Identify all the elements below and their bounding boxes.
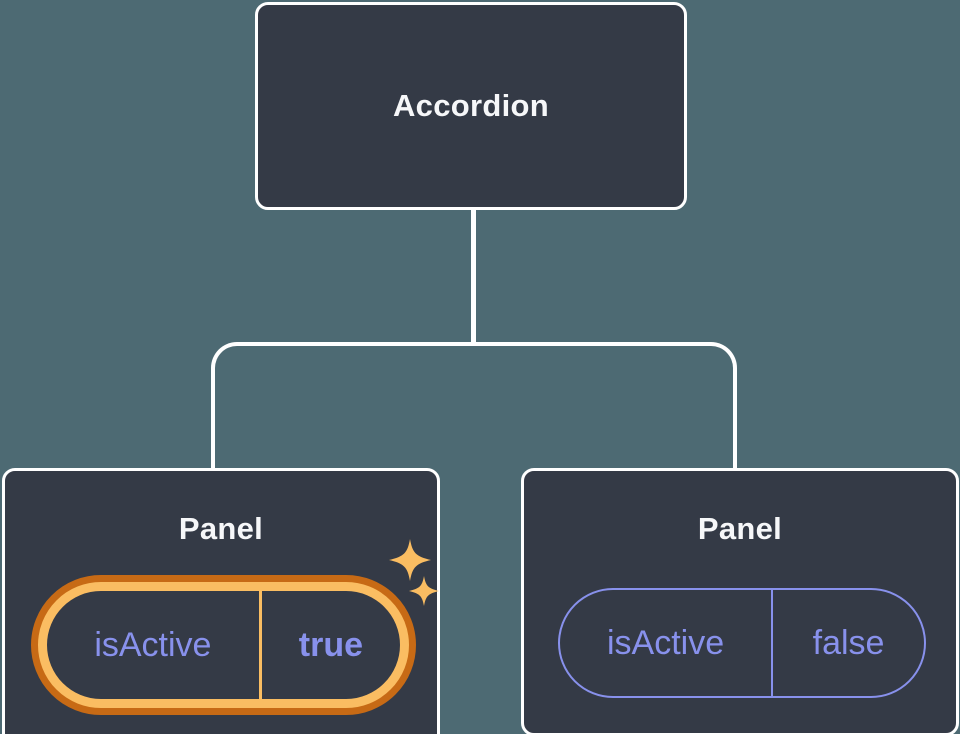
tree-connector-bracket	[211, 342, 737, 469]
panel-node-inactive: Panel isActive false	[521, 468, 959, 734]
panel-node-active: Panel isActive true	[2, 468, 440, 734]
state-key-label: isActive	[47, 591, 262, 699]
state-pill-inactive: isActive false	[558, 588, 926, 698]
state-value-label: true	[298, 625, 364, 664]
panel-title: Panel	[178, 511, 264, 546]
state-value-label: false	[812, 623, 885, 662]
state-pill-active: isActive true	[31, 575, 416, 715]
state-key-label: isActive	[560, 590, 774, 696]
tree-connector-stem	[471, 209, 476, 345]
sparkle-icon	[389, 539, 439, 606]
accordion-node: Accordion	[255, 2, 687, 210]
accordion-label: Accordion	[393, 88, 549, 123]
panel-title: Panel	[697, 511, 783, 546]
